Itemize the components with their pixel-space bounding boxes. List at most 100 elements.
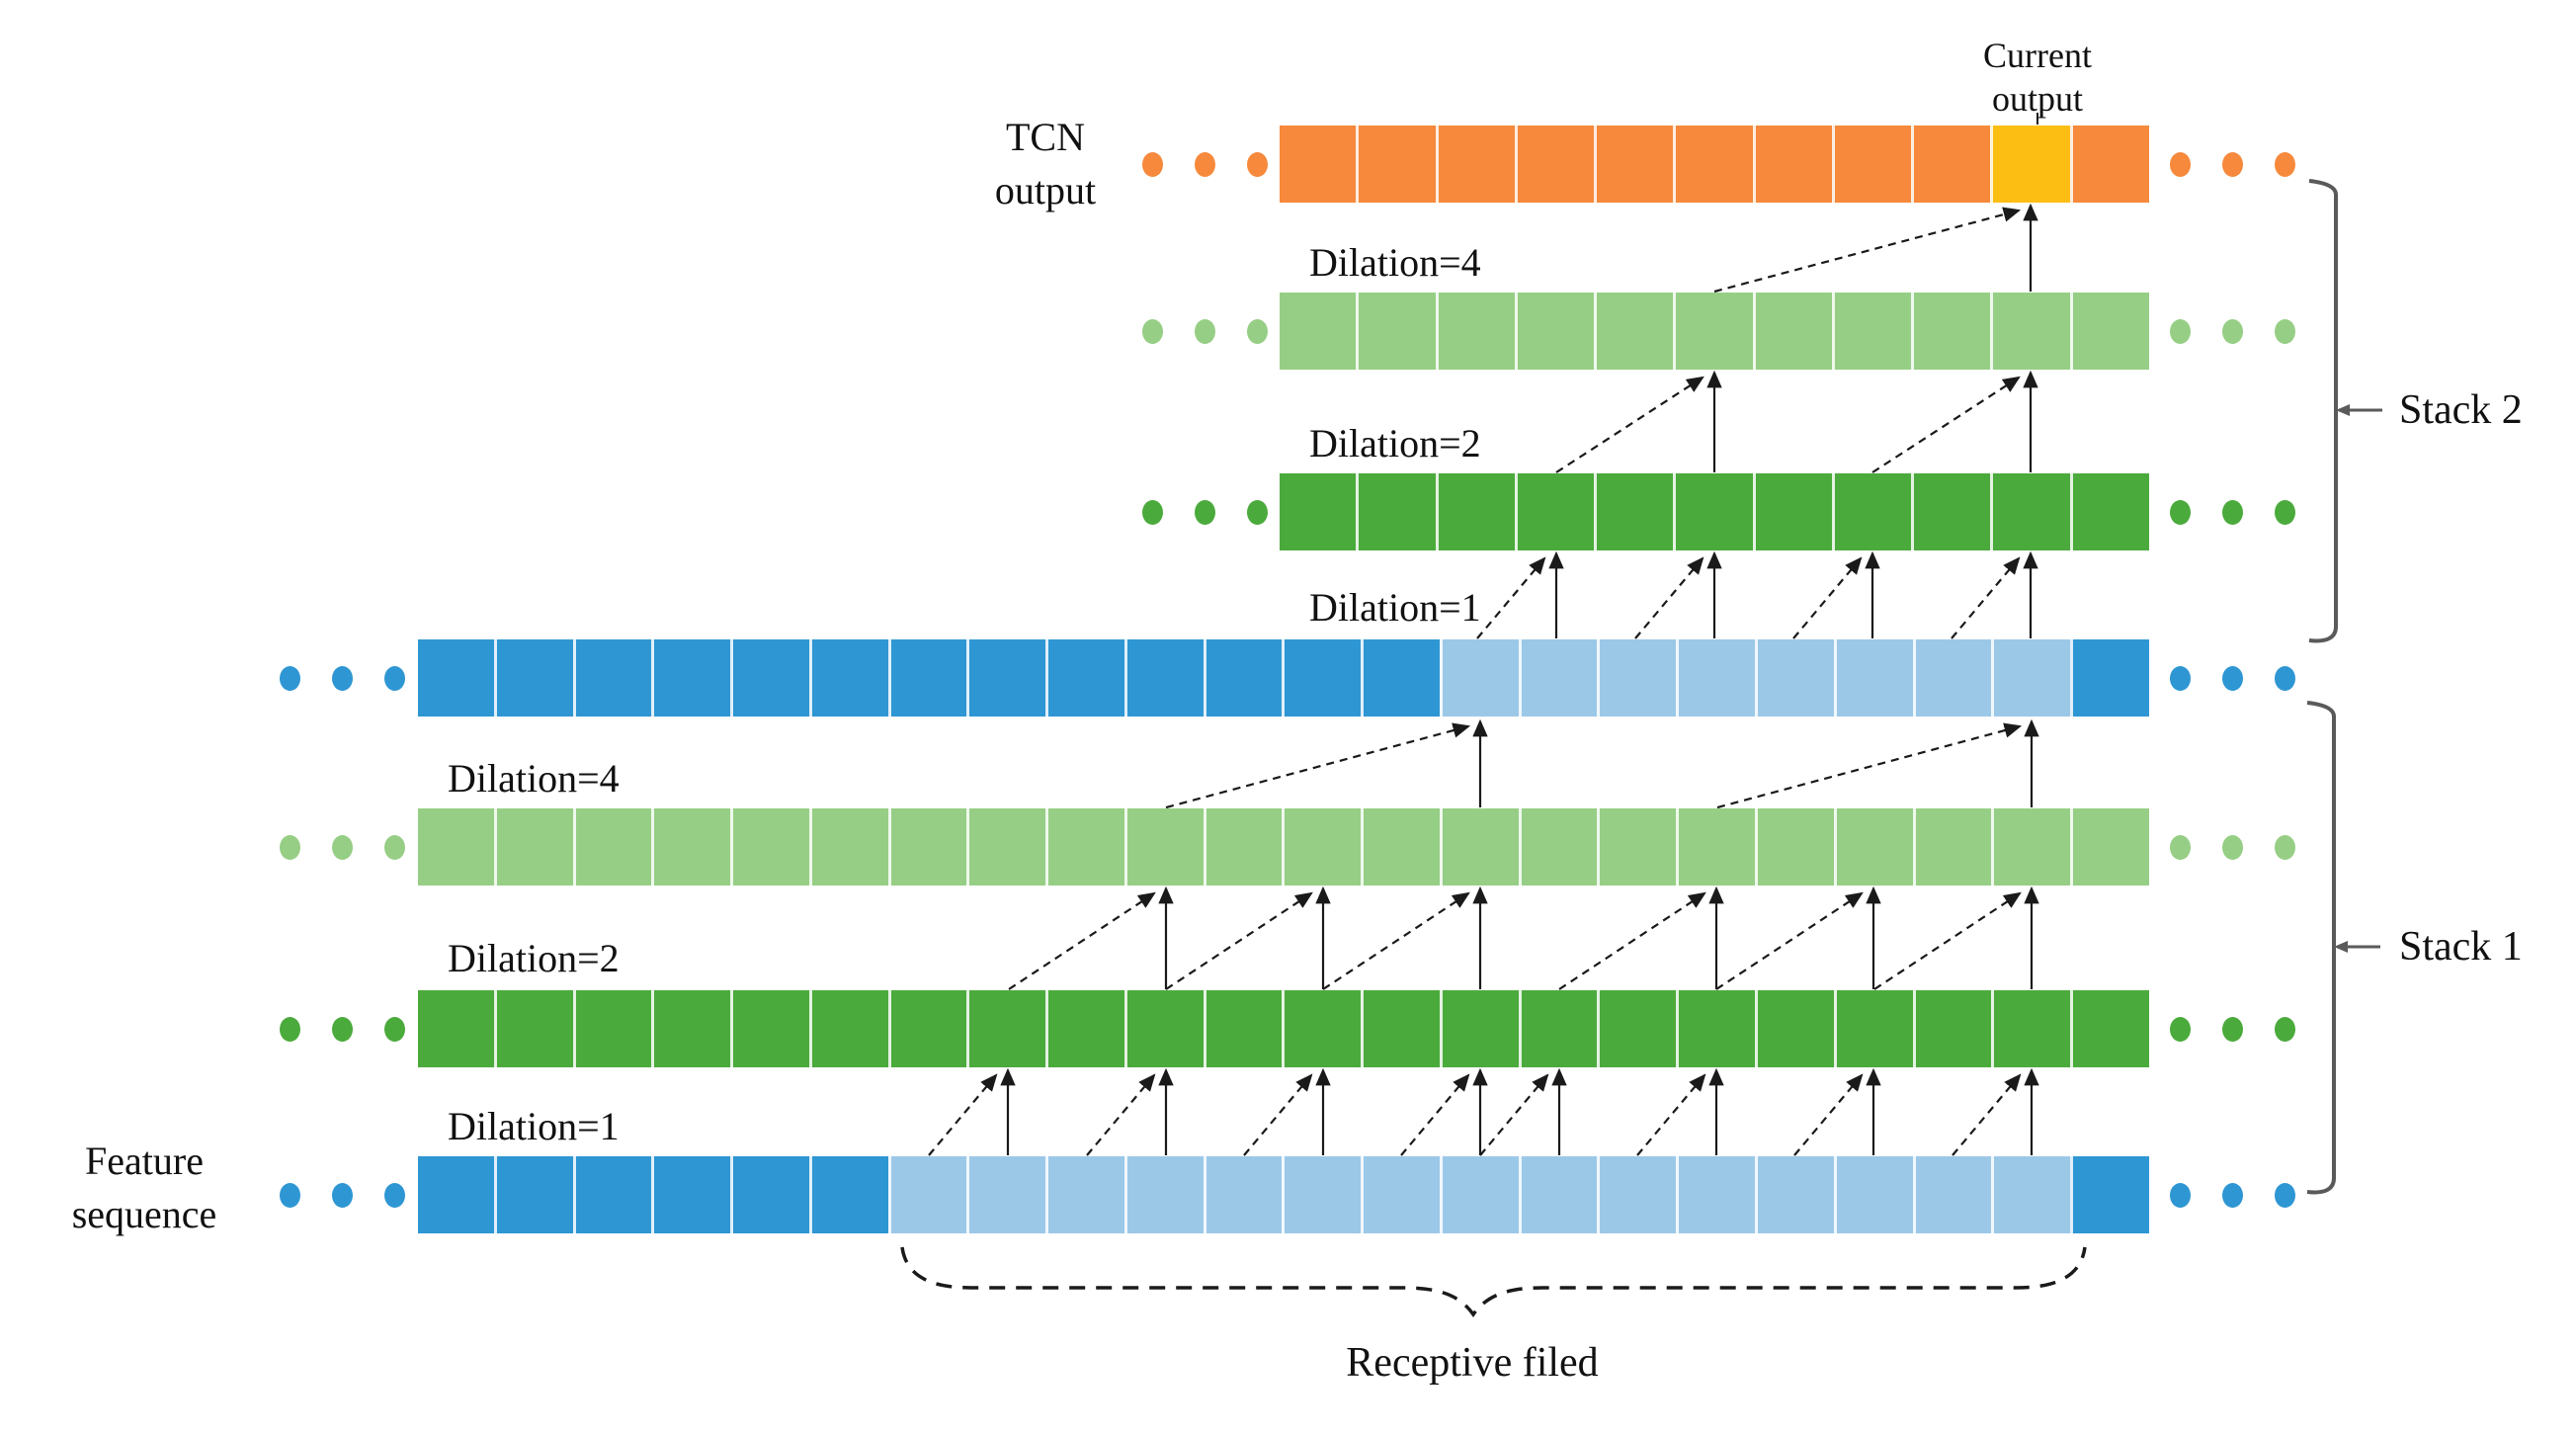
bar-cell xyxy=(1439,639,1519,717)
stack2-dilation-4-bar xyxy=(1280,293,2149,370)
ellipsis-dot xyxy=(384,835,405,860)
feature-sequence-label: Feature sequence xyxy=(40,1135,249,1241)
bar-cell xyxy=(1833,639,1913,717)
bar-cell xyxy=(1911,473,1991,550)
ellipsis-dot xyxy=(332,1017,353,1042)
bar-cell xyxy=(1676,808,1756,886)
bar-cell xyxy=(493,990,573,1067)
bar-cell xyxy=(2069,473,2149,550)
receptive-field-label: Receptive filed xyxy=(1346,1340,1599,1386)
ellipsis-dot xyxy=(332,666,353,691)
bar-cell xyxy=(1514,293,1595,370)
stack1-dilation1-conv-diagonal-arrow xyxy=(1479,1073,1549,1156)
bar-cell xyxy=(1676,1156,1756,1233)
bar-cell xyxy=(1439,808,1519,886)
bar-cell xyxy=(1594,293,1674,370)
current-output-label-line2: output xyxy=(1991,79,2083,119)
tcn-output-label-line2: output xyxy=(994,168,1097,212)
bar-cell xyxy=(1435,473,1515,550)
ellipsis-dot xyxy=(2222,1017,2243,1042)
feature-sequence-bar xyxy=(418,1156,2149,1233)
ellipsis-dot xyxy=(332,1183,353,1208)
bar-cell xyxy=(2070,639,2149,717)
bar-cell xyxy=(1045,808,1124,886)
tcn-output-label: TCN output xyxy=(947,111,1144,217)
bar-cell xyxy=(493,808,573,886)
ellipsis-dot xyxy=(2170,1017,2191,1042)
bar-cell xyxy=(1282,990,1362,1067)
feature-sequence-label-line2: sequence xyxy=(71,1192,217,1236)
bar-cell xyxy=(1435,126,1515,203)
bar-cell xyxy=(1755,1156,1834,1233)
stack1-dilation2-conv-diagonal-arrow xyxy=(1715,891,1864,990)
ellipsis-dot xyxy=(2275,666,2295,691)
bar-cell xyxy=(1912,990,1992,1067)
bar-cell xyxy=(1518,639,1598,717)
stack1-dilation1-conv-diagonal-arrow xyxy=(1400,1073,1470,1156)
bar-cell xyxy=(1831,126,1912,203)
bar-cell xyxy=(1990,473,2070,550)
bar-cell xyxy=(808,990,888,1067)
bar-cell xyxy=(1673,293,1753,370)
stack1-dilation-4-bar-dilation-label: Dilation=4 xyxy=(448,756,620,801)
bar-cell xyxy=(1435,293,1515,370)
bar-cell xyxy=(418,990,494,1067)
bar-cell xyxy=(1912,639,1992,717)
bar-cell xyxy=(1911,126,1991,203)
bar-cell xyxy=(1991,1156,2071,1233)
stack1-bracket-tick-arrow xyxy=(2334,941,2348,953)
current-output-cell xyxy=(1990,126,2070,203)
bar-cell xyxy=(966,808,1046,886)
bar-cell xyxy=(1361,639,1440,717)
bar-cell xyxy=(1514,473,1595,550)
stack2-dilation-4-bar-dilation-label: Dilation=4 xyxy=(1309,240,1481,285)
bar-cell xyxy=(887,990,967,1067)
stack1-dilation1-conv-diagonal-arrow xyxy=(1086,1073,1156,1156)
bar-cell xyxy=(1673,126,1753,203)
bar-cell xyxy=(966,639,1046,717)
bar-cell xyxy=(808,808,888,886)
bar-cell xyxy=(1518,990,1598,1067)
ellipsis-dot xyxy=(2222,319,2243,344)
ellipsis-dot xyxy=(1195,152,1215,177)
stack1-label: Stack 1 xyxy=(2399,924,2523,970)
bar-cell xyxy=(1282,1156,1362,1233)
stack1-output-bar-dilation-label: Dilation=1 xyxy=(1309,585,1481,630)
ellipsis-dot xyxy=(2275,500,2295,525)
bar-cell xyxy=(1833,1156,1913,1233)
bar-cell xyxy=(1752,126,1832,203)
bar-cell xyxy=(2069,126,2149,203)
stack1-dilation1-conv-diagonal-arrow xyxy=(928,1073,998,1156)
tcn-output-label-line1: TCN xyxy=(1006,115,1085,159)
feature-sequence-bar-dilation-label: Dilation=1 xyxy=(448,1104,620,1148)
stack2-bracket xyxy=(2308,179,2338,643)
ellipsis-dot xyxy=(2222,152,2243,177)
stack2-dilation1-conv-diagonal-arrow xyxy=(1792,556,1863,639)
stack2-dilation4-conv-diagonal-arrow xyxy=(1713,207,2022,294)
stack2-dilation2-conv-diagonal-arrow xyxy=(1871,376,2021,473)
bar-cell xyxy=(1518,1156,1598,1233)
bar-cell xyxy=(418,808,494,886)
ellipsis-dot xyxy=(2222,1183,2243,1208)
bar-cell xyxy=(1439,1156,1519,1233)
bar-cell xyxy=(1676,639,1756,717)
stack1-dilation4-conv-diagonal-arrow xyxy=(1716,722,2023,809)
ellipsis-dot xyxy=(1195,319,1215,344)
bar-cell xyxy=(1912,1156,1992,1233)
bar-cell xyxy=(493,1156,573,1233)
bar-cell xyxy=(1518,808,1598,886)
stack1-dilation2-conv-diagonal-arrow xyxy=(1322,891,1470,990)
ellipsis-dot xyxy=(2275,1017,2295,1042)
receptive-field-brace xyxy=(900,1246,2087,1318)
bar-cell xyxy=(1356,126,1436,203)
bar-cell xyxy=(1676,990,1756,1067)
stack1-dilation1-conv-diagonal-arrow xyxy=(1243,1073,1313,1156)
bar-cell xyxy=(651,1156,731,1233)
ellipsis-dot xyxy=(1247,152,1268,177)
bar-cell xyxy=(1594,126,1674,203)
bar-cell xyxy=(1831,293,1912,370)
bar-cell xyxy=(651,639,731,717)
bar-cell xyxy=(1045,639,1124,717)
ellipsis-dot xyxy=(1195,500,1215,525)
bar-cell xyxy=(1356,293,1436,370)
